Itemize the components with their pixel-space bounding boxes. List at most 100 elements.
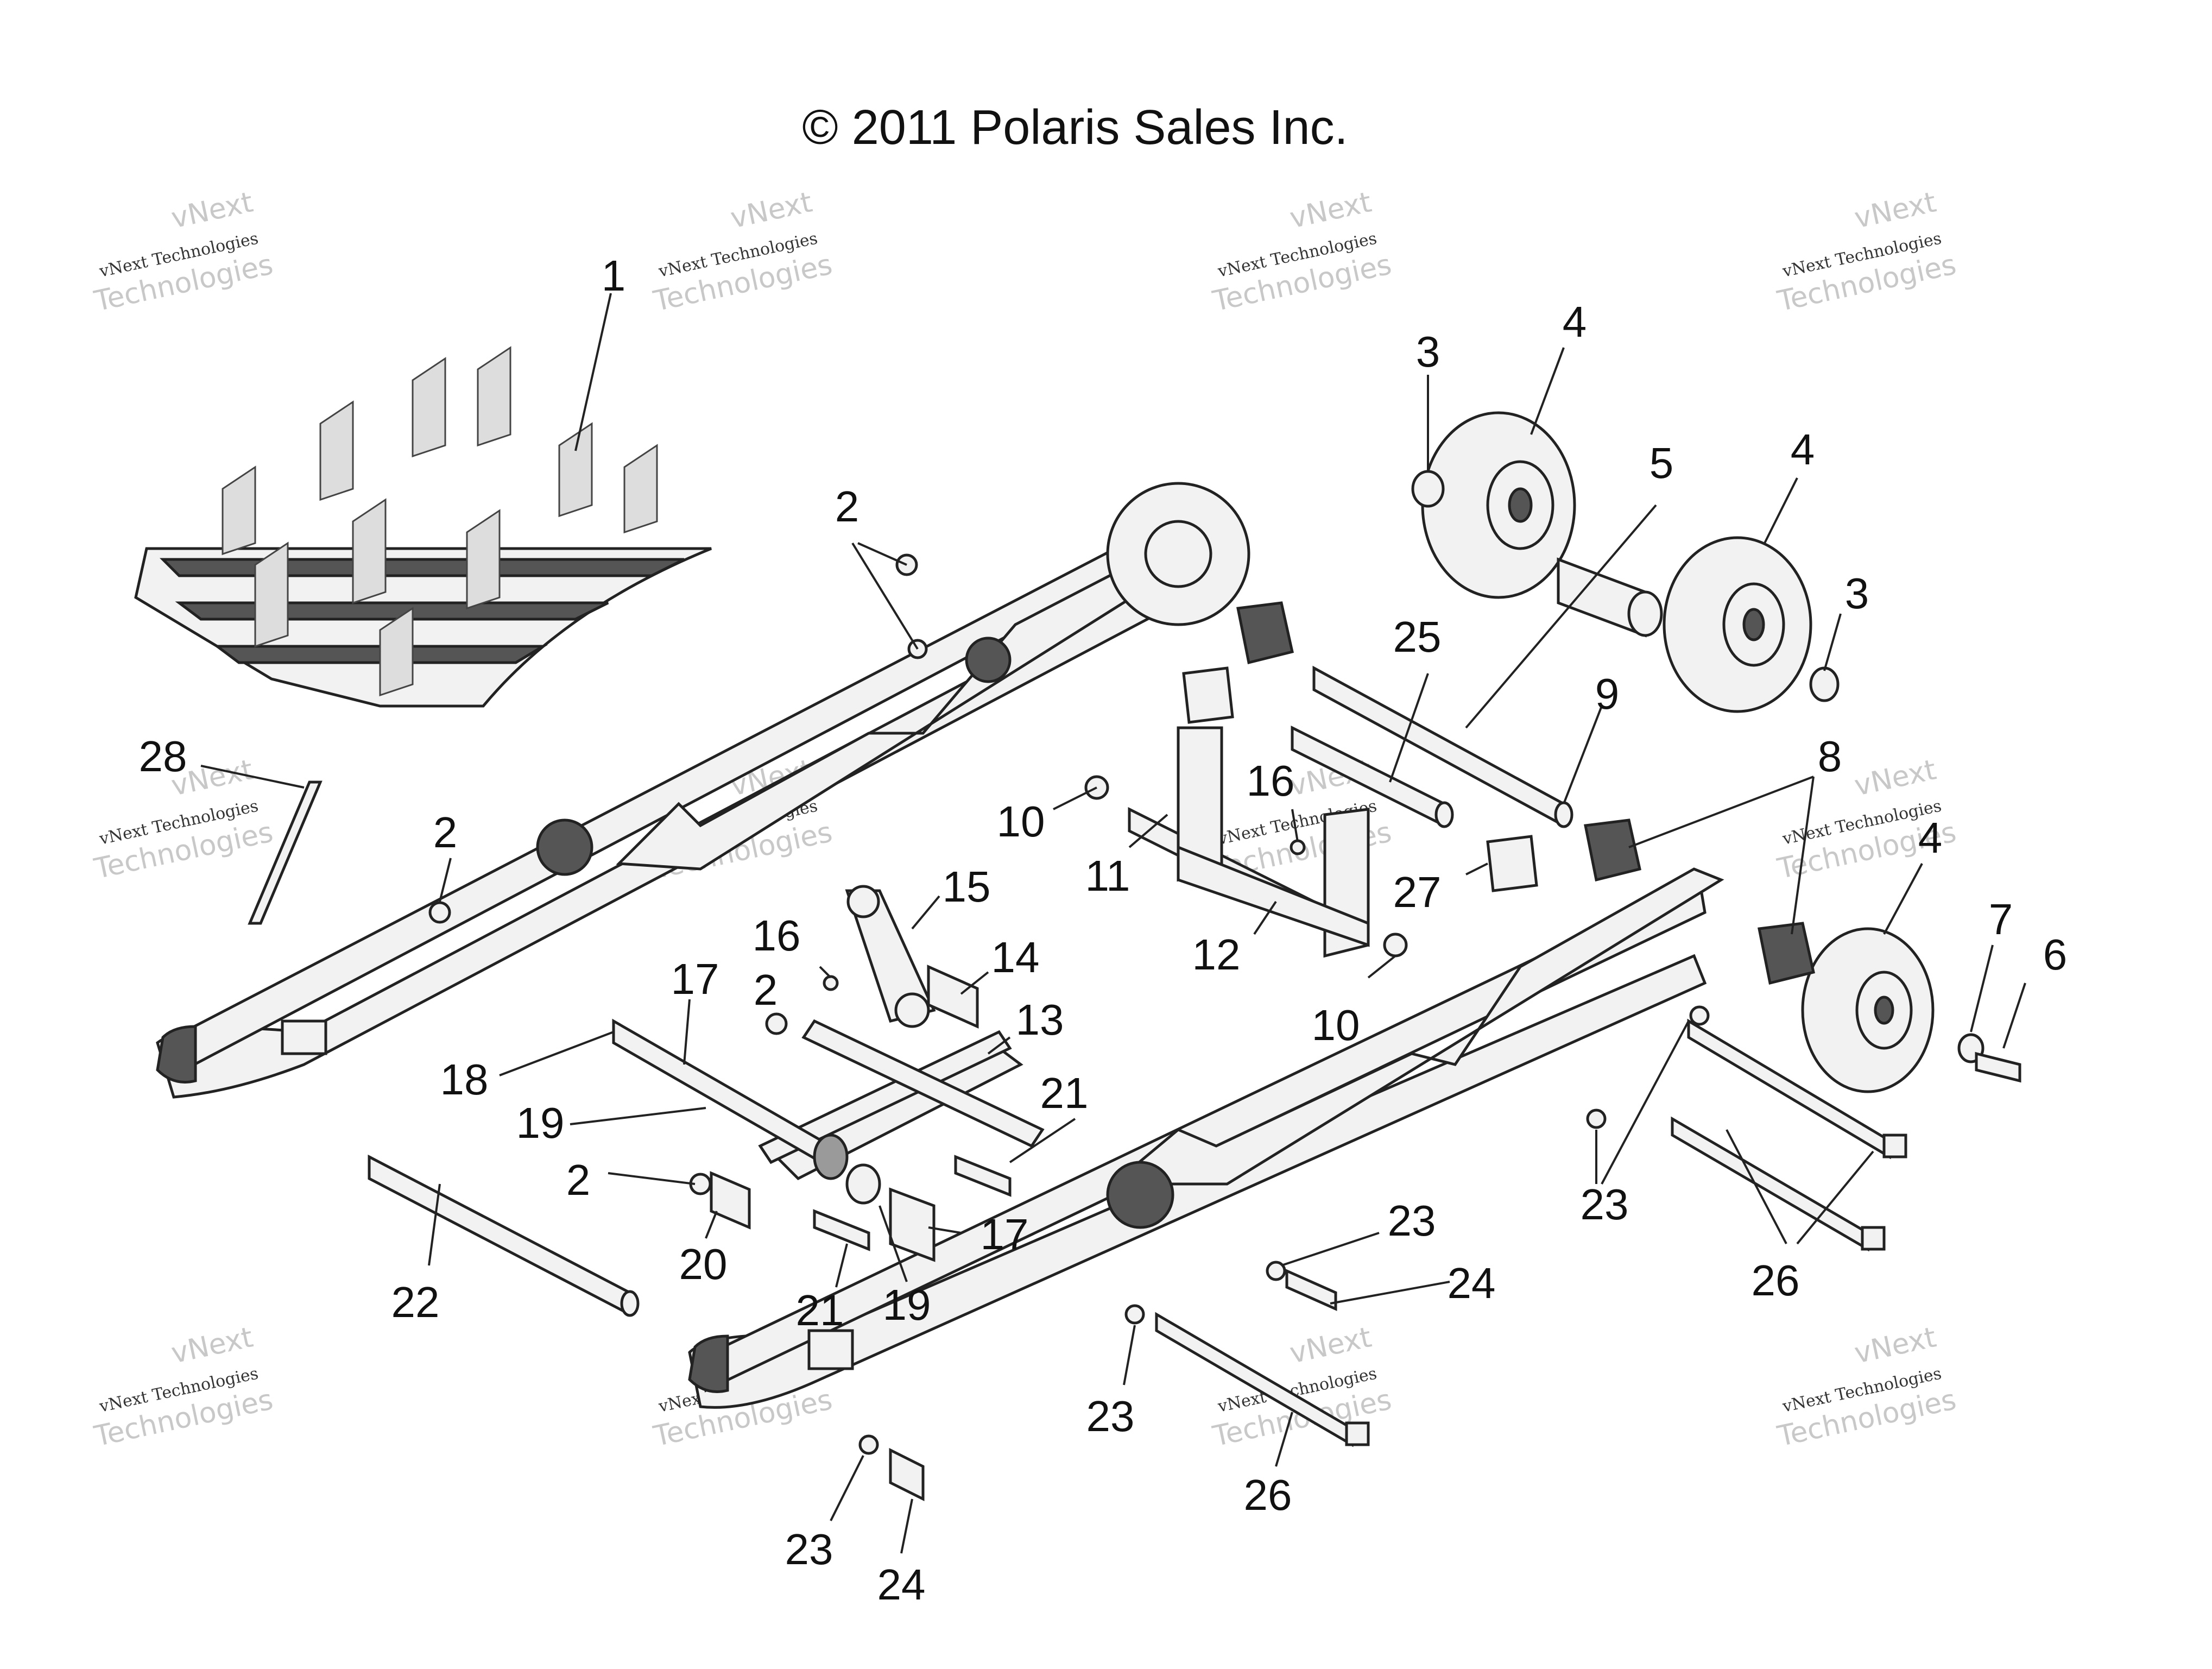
callout-8: 8 [1818, 732, 1842, 780]
bolt-24-mid [1285, 1269, 1337, 1311]
bolt-24-bottom [889, 1447, 925, 1502]
idler-wheel-top [1421, 411, 1576, 599]
callout-26-bottom: 26 [1244, 1471, 1292, 1519]
callout-23-right: 23 [1581, 1180, 1629, 1229]
spacer-washer-3-right [1809, 666, 1840, 702]
bolt-6 [1975, 1051, 2021, 1083]
callout-11: 11 [1085, 852, 1130, 900]
shaft-26-right-upper [1687, 1018, 1907, 1160]
idler-wheel-bottom [1801, 927, 1935, 1093]
callout-24-mid: 24 [1448, 1259, 1496, 1307]
watermark-top-right: vNext vNext Technologies Technologies [1210, 186, 1394, 318]
callout-22: 22 [391, 1278, 440, 1326]
bolt-21-left [813, 1209, 870, 1251]
right-rail [688, 867, 1724, 1409]
callout-27: 27 [1393, 868, 1442, 916]
watermark-line1: vNext [168, 186, 256, 235]
shaft-9 [1312, 665, 1573, 828]
washer-23-bottom-a [1124, 1304, 1145, 1325]
watermark-top-left: vNext vNext Technologies Technologies [91, 186, 276, 318]
callout-17-top: 17 [671, 955, 719, 1003]
watermark-line1: vNext [1851, 186, 1939, 235]
callout-2-top: 2 [835, 482, 859, 531]
copyright-text: © 2011 Polaris Sales Inc. [802, 100, 1348, 155]
callout-2-lower: 2 [566, 1156, 591, 1204]
bumper-8-right [1758, 922, 1815, 985]
washer-23-mid [1266, 1261, 1286, 1281]
spacer-washer-3-top [1411, 470, 1445, 508]
callout-17-lower: 17 [981, 1210, 1029, 1258]
washer-23-right-a [1689, 1005, 1710, 1026]
watermark-line1: vNext [728, 186, 815, 235]
left-rail [156, 482, 1250, 1099]
bumper-8-mid [1584, 818, 1641, 882]
idler-wheel-middle [1663, 536, 1812, 713]
watermark-line1: vNext [1287, 1321, 1374, 1370]
callout-3-right: 3 [1845, 569, 1869, 618]
callout-25: 25 [1393, 613, 1442, 661]
callout-15: 15 [943, 862, 991, 911]
callout-4-top: 4 [1563, 298, 1587, 346]
cable-tie-28 [248, 780, 323, 925]
callout-20: 20 [679, 1240, 728, 1288]
bumper-8-top [1236, 601, 1294, 665]
bushing-14 [927, 965, 979, 1029]
nut-2-center [765, 1012, 788, 1035]
shaft-25 [1291, 725, 1454, 828]
callout-7: 7 [1989, 895, 2013, 943]
watermark-line1: vNext [1851, 1321, 1939, 1370]
shaft-26-bottom [1155, 1312, 1370, 1447]
screw-16-right [1290, 839, 1306, 855]
callout-10-top: 10 [997, 797, 1045, 846]
callout-9: 9 [1595, 670, 1620, 718]
callout-12: 12 [1192, 930, 1241, 979]
callout-14: 14 [991, 933, 1040, 981]
callout-6: 6 [2043, 930, 2068, 979]
watermark-top-far-right: vNext vNext Technologies Technologies [1774, 186, 1959, 318]
callout-1: 1 [602, 251, 626, 300]
track-section [134, 346, 712, 708]
callout-4-bottom: 4 [1918, 814, 1943, 862]
watermark-line1: vNext [168, 1321, 256, 1370]
axle-5 [1557, 557, 1663, 638]
callout-21-left: 21 [796, 1286, 844, 1334]
callout-21-right: 21 [1040, 1069, 1089, 1117]
bumper-27-top [1182, 666, 1234, 724]
callout-5: 5 [1649, 439, 1674, 487]
callout-28: 28 [139, 732, 187, 780]
shaft-22 [368, 1154, 640, 1317]
watermark-top-center: vNext vNext Technologies Technologies [650, 186, 835, 318]
watermark-bottom-far-right: vNext vNext Technologies Technologies [1774, 1321, 1959, 1453]
leader-lines [200, 293, 2026, 1554]
callout-26-right: 26 [1752, 1256, 1800, 1305]
callout-3-top: 3 [1416, 327, 1440, 376]
callout-10-mid: 10 [1312, 1001, 1360, 1049]
callout-16-right: 16 [1247, 757, 1295, 805]
callout-23-bottom-right: 23 [1086, 1392, 1135, 1440]
washer-23-right-b [1586, 1109, 1607, 1129]
nut-2-left [428, 901, 451, 924]
link-15 [845, 885, 936, 1028]
suspension-arm-12 [1177, 726, 1370, 958]
bumper-27-mid [1486, 835, 1538, 892]
washer-10-mid [1383, 933, 1408, 958]
washer-23-bottom-b [858, 1434, 879, 1455]
shaft-18 [612, 1018, 849, 1180]
callout-23-bottom-left: 23 [785, 1525, 833, 1573]
callout-19-lower: 19 [883, 1281, 931, 1329]
watermark-bottom-left: vNext vNext Technologies Technologies [91, 1321, 276, 1453]
callout-4-middle: 4 [1791, 425, 1815, 474]
bolt-21-right [954, 1155, 1012, 1197]
callout-16-left: 16 [753, 911, 801, 960]
callout-19-left: 19 [516, 1099, 565, 1147]
watermark-line1: vNext [1287, 186, 1374, 235]
callout-24-bottom: 24 [877, 1560, 926, 1609]
watermark-line1: vNext [1851, 753, 1939, 802]
callout-2-left: 2 [433, 808, 458, 856]
callout-23-mid: 23 [1388, 1196, 1436, 1245]
callout-18: 18 [440, 1055, 489, 1104]
bushing-20 [710, 1171, 751, 1230]
bushing-17-lower [889, 1187, 936, 1262]
washer-19 [845, 1163, 881, 1205]
